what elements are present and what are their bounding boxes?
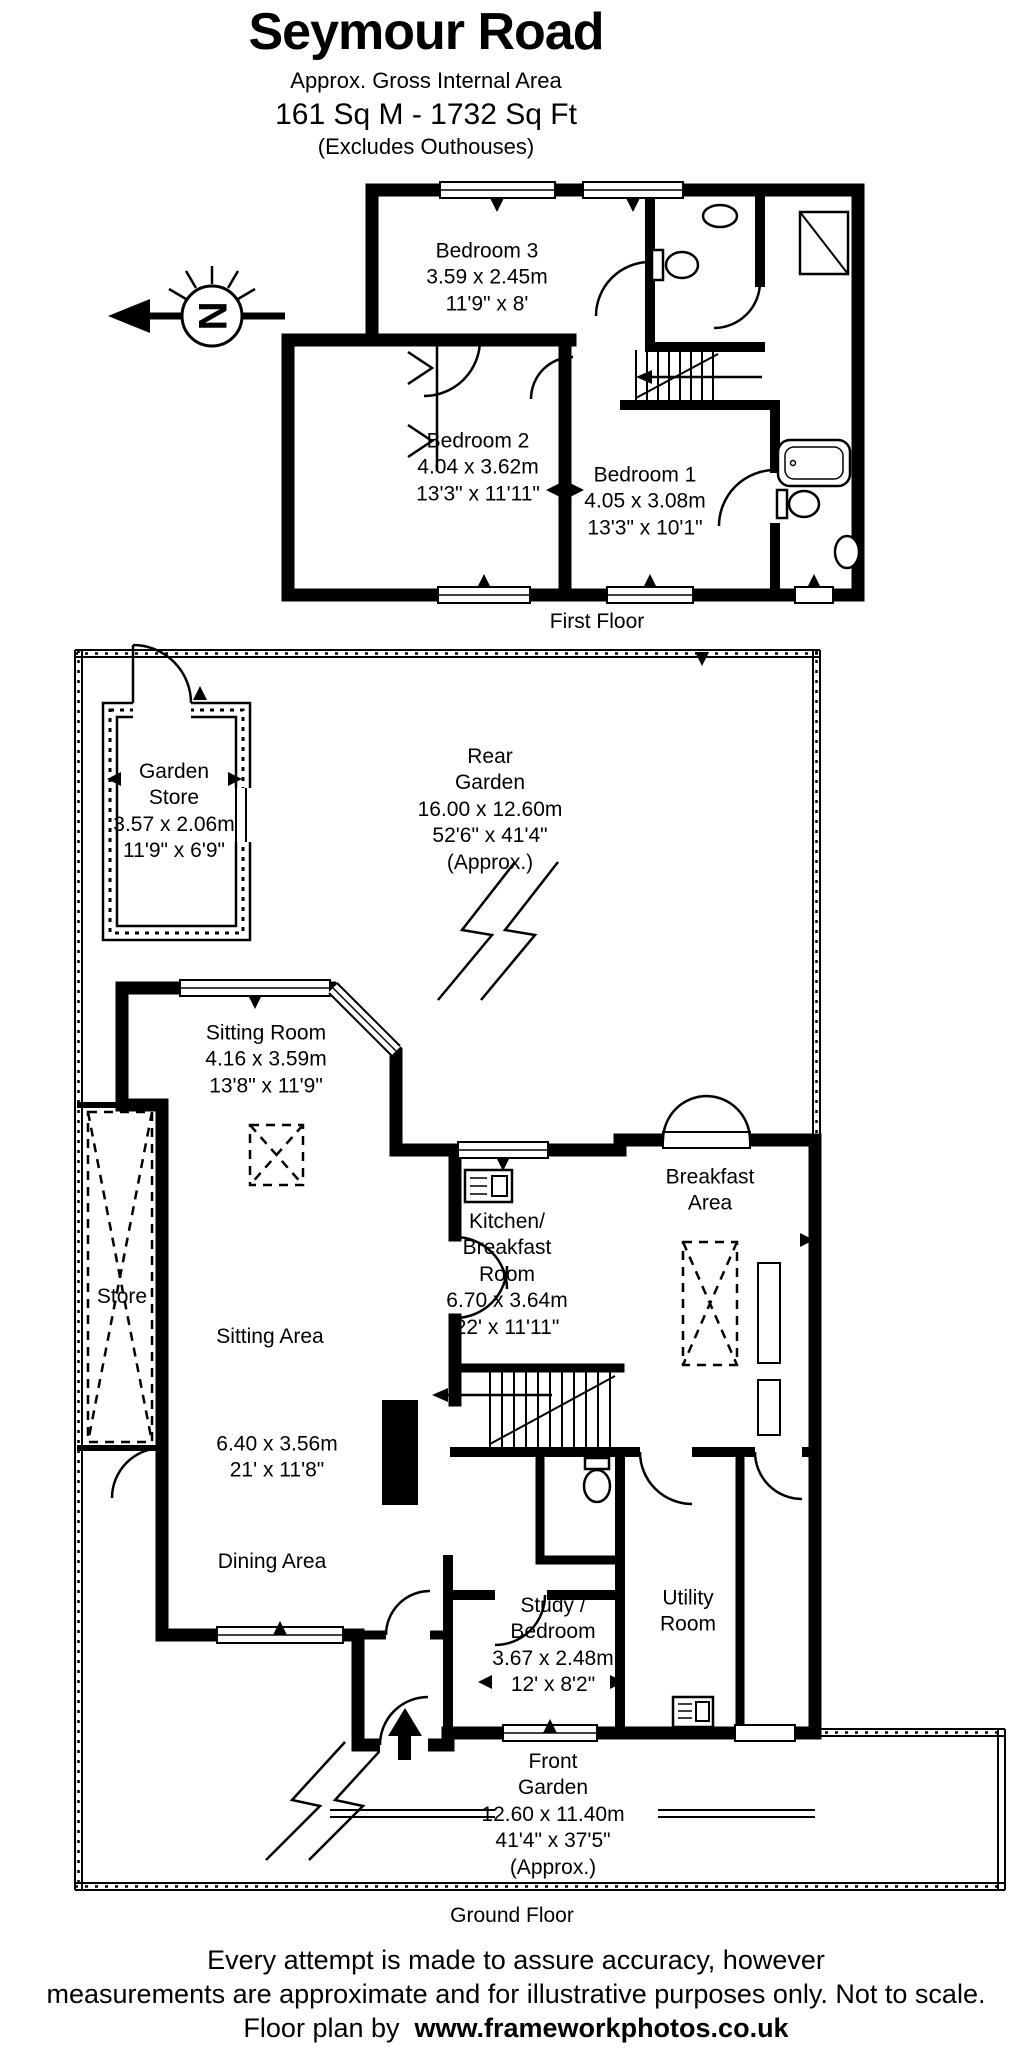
room-dims-metric: 3.57 x 2.06m — [113, 813, 235, 836]
room-name: Utility Room — [659, 1586, 717, 1636]
room-label-sitting-area: Sitting Area — [216, 1324, 323, 1350]
header-note: (Excludes Outhouses) — [317, 134, 535, 159]
room-dims-metric: 3.59 x 2.45m — [426, 265, 548, 289]
credit-site-link[interactable]: www.frameworkphotos.co.uk — [414, 2013, 789, 2043]
room-label-dining-area: Dining Area — [218, 1549, 327, 1575]
page-title: Seymour Road — [248, 3, 605, 61]
room-dims-approx: (Approx.) — [509, 1855, 597, 1879]
room-dims-metric: 6.70 x 3.64m — [446, 1289, 568, 1313]
room-dims-imperial: 11'9" x 8' — [445, 292, 529, 316]
first-floor-doors — [407, 260, 776, 527]
room-label-open-plan-dims: 6.40 x 3.56m 21' x 11'8" — [216, 1432, 337, 1485]
room-dims-imperial: 11'9" x 6'9" — [123, 839, 225, 863]
room-dims-metric: 6.40 x 3.56m — [216, 1432, 338, 1456]
front-door-arrow-icon — [388, 1708, 422, 1760]
room-label-rear-garden: Rear Garden 16.00 x 12.60m 52'6" x 41'4"… — [418, 744, 563, 876]
ground-floor-walls — [77, 981, 822, 1752]
room-label-study-bedroom: Study / Bedroom 3.67 x 2.48m 12' x 8'2" — [492, 1593, 613, 1699]
room-label-garden-store: Garden Store 3.57 x 2.06m 11'9" x 6'9" — [113, 759, 234, 865]
room-dims-approx: (Approx.) — [446, 850, 534, 874]
garden-boundary — [74, 649, 1006, 1891]
room-label-bedroom-1: Bedroom 1 4.05 x 3.08m 13'3" x 10'1" — [584, 462, 705, 541]
room-dims-metric: 16.00 x 12.60m — [417, 797, 563, 821]
first-floor-label: First Floor — [549, 610, 645, 633]
garden-store-outbuilding — [101, 643, 252, 942]
first-floor-bathroom-fixtures — [650, 203, 861, 570]
room-label-breakfast-area: Breakfast Area — [658, 1165, 763, 1218]
room-name: Bedroom 1 — [593, 463, 697, 487]
room-dims-imperial: 12' x 8'2" — [510, 1673, 596, 1697]
header-subtitle: Approx. Gross Internal Area — [290, 68, 562, 93]
room-label-store: Store — [97, 1284, 147, 1310]
front-garden-dimension-lines — [330, 1809, 815, 1818]
ground-floor-fixtures — [463, 1168, 781, 1729]
room-dims-imperial: 13'3" x 10'1" — [587, 516, 703, 540]
room-dims-imperial: 21' x 11'8" — [229, 1459, 325, 1482]
room-label-kitchen-breakfast-room: Kitchen/ Breakfast Room 6.70 x 3.64m 22'… — [446, 1209, 567, 1341]
room-name: Bedroom 2 — [426, 429, 530, 453]
garden-break-lines — [265, 861, 559, 1861]
room-name: Breakfast Area — [665, 1165, 755, 1215]
room-dims-imperial: 22' x 11'11" — [454, 1315, 560, 1339]
first-floor-arrows — [477, 198, 821, 588]
room-label-sitting-room: Sitting Room 4.16 x 3.59m 13'8" x 11'9" — [205, 1020, 326, 1099]
room-name: Garden Store — [138, 760, 210, 810]
ground-floor-arrows — [107, 652, 814, 1733]
ground-floor-stairs — [432, 1372, 616, 1448]
header-area: 161 Sq M - 1732 Sq Ft — [275, 98, 577, 131]
disclaimer-line-1: Every attempt is made to assure accuracy… — [207, 1945, 825, 1975]
room-name: Kitchen/ Breakfast Room — [462, 1209, 552, 1286]
room-dims-imperial: 13'8" x 11'9" — [209, 1074, 323, 1098]
room-label-bedroom-3: Bedroom 3 3.59 x 2.45m 11'9" x 8' — [426, 238, 547, 317]
credit-prefix: Floor plan by — [243, 2013, 415, 2043]
room-label-utility-room: Utility Room — [653, 1586, 723, 1639]
first-floor-stairs — [635, 350, 762, 402]
rooflight-symbols — [86, 1110, 739, 1444]
credit-line: Floor plan by www.frameworkphotos.co.uk — [0, 2013, 1032, 2044]
header: Seymour Road Approx. Gross Internal Area… — [0, 0, 852, 160]
room-dims-imperial: 13'3" x 11'11" — [416, 482, 540, 506]
room-name: Dining Area — [217, 1549, 327, 1573]
room-dims-imperial: 52'6" x 41'4" — [432, 824, 548, 848]
room-name: Study / Bedroom — [510, 1594, 596, 1644]
ground-floor-door-gaps — [380, 1444, 802, 1753]
first-floor-walls — [281, 183, 865, 602]
room-dims-metric: 3.67 x 2.48m — [492, 1647, 614, 1670]
compass-north-letter: N — [190, 302, 234, 331]
room-dims-metric: 4.05 x 3.08m — [584, 489, 706, 513]
room-label-bedroom-2: Bedroom 2 4.04 x 3.62m 13'3" x 11'11" — [416, 428, 540, 507]
room-name: Sitting Area — [216, 1324, 324, 1348]
room-name: Store — [96, 1284, 148, 1308]
room-dims-metric: 12.60 x 11.40m — [481, 1802, 625, 1826]
room-name: Rear Garden — [454, 744, 526, 795]
room-dims-imperial: 41'4" x 37'5" — [495, 1829, 611, 1853]
room-dims-metric: 4.16 x 3.59m — [205, 1047, 327, 1071]
ground-floor-doors — [110, 1094, 803, 1746]
first-floor-windows — [437, 181, 834, 604]
room-dims-metric: 4.04 x 3.62m — [417, 455, 539, 479]
room-name: Bedroom 3 — [435, 239, 539, 263]
ground-floor-label: Ground Floor — [450, 1904, 574, 1927]
room-label-front-garden: Front Garden 12.60 x 11.40m 41'4" x 37'5… — [481, 1749, 624, 1881]
disclaimer-line-2: measurements are approximate and for ill… — [46, 1979, 986, 2009]
room-name: Front Garden — [517, 1749, 589, 1800]
compass-icon: N — [108, 266, 285, 348]
room-name: Sitting Room — [205, 1021, 327, 1045]
